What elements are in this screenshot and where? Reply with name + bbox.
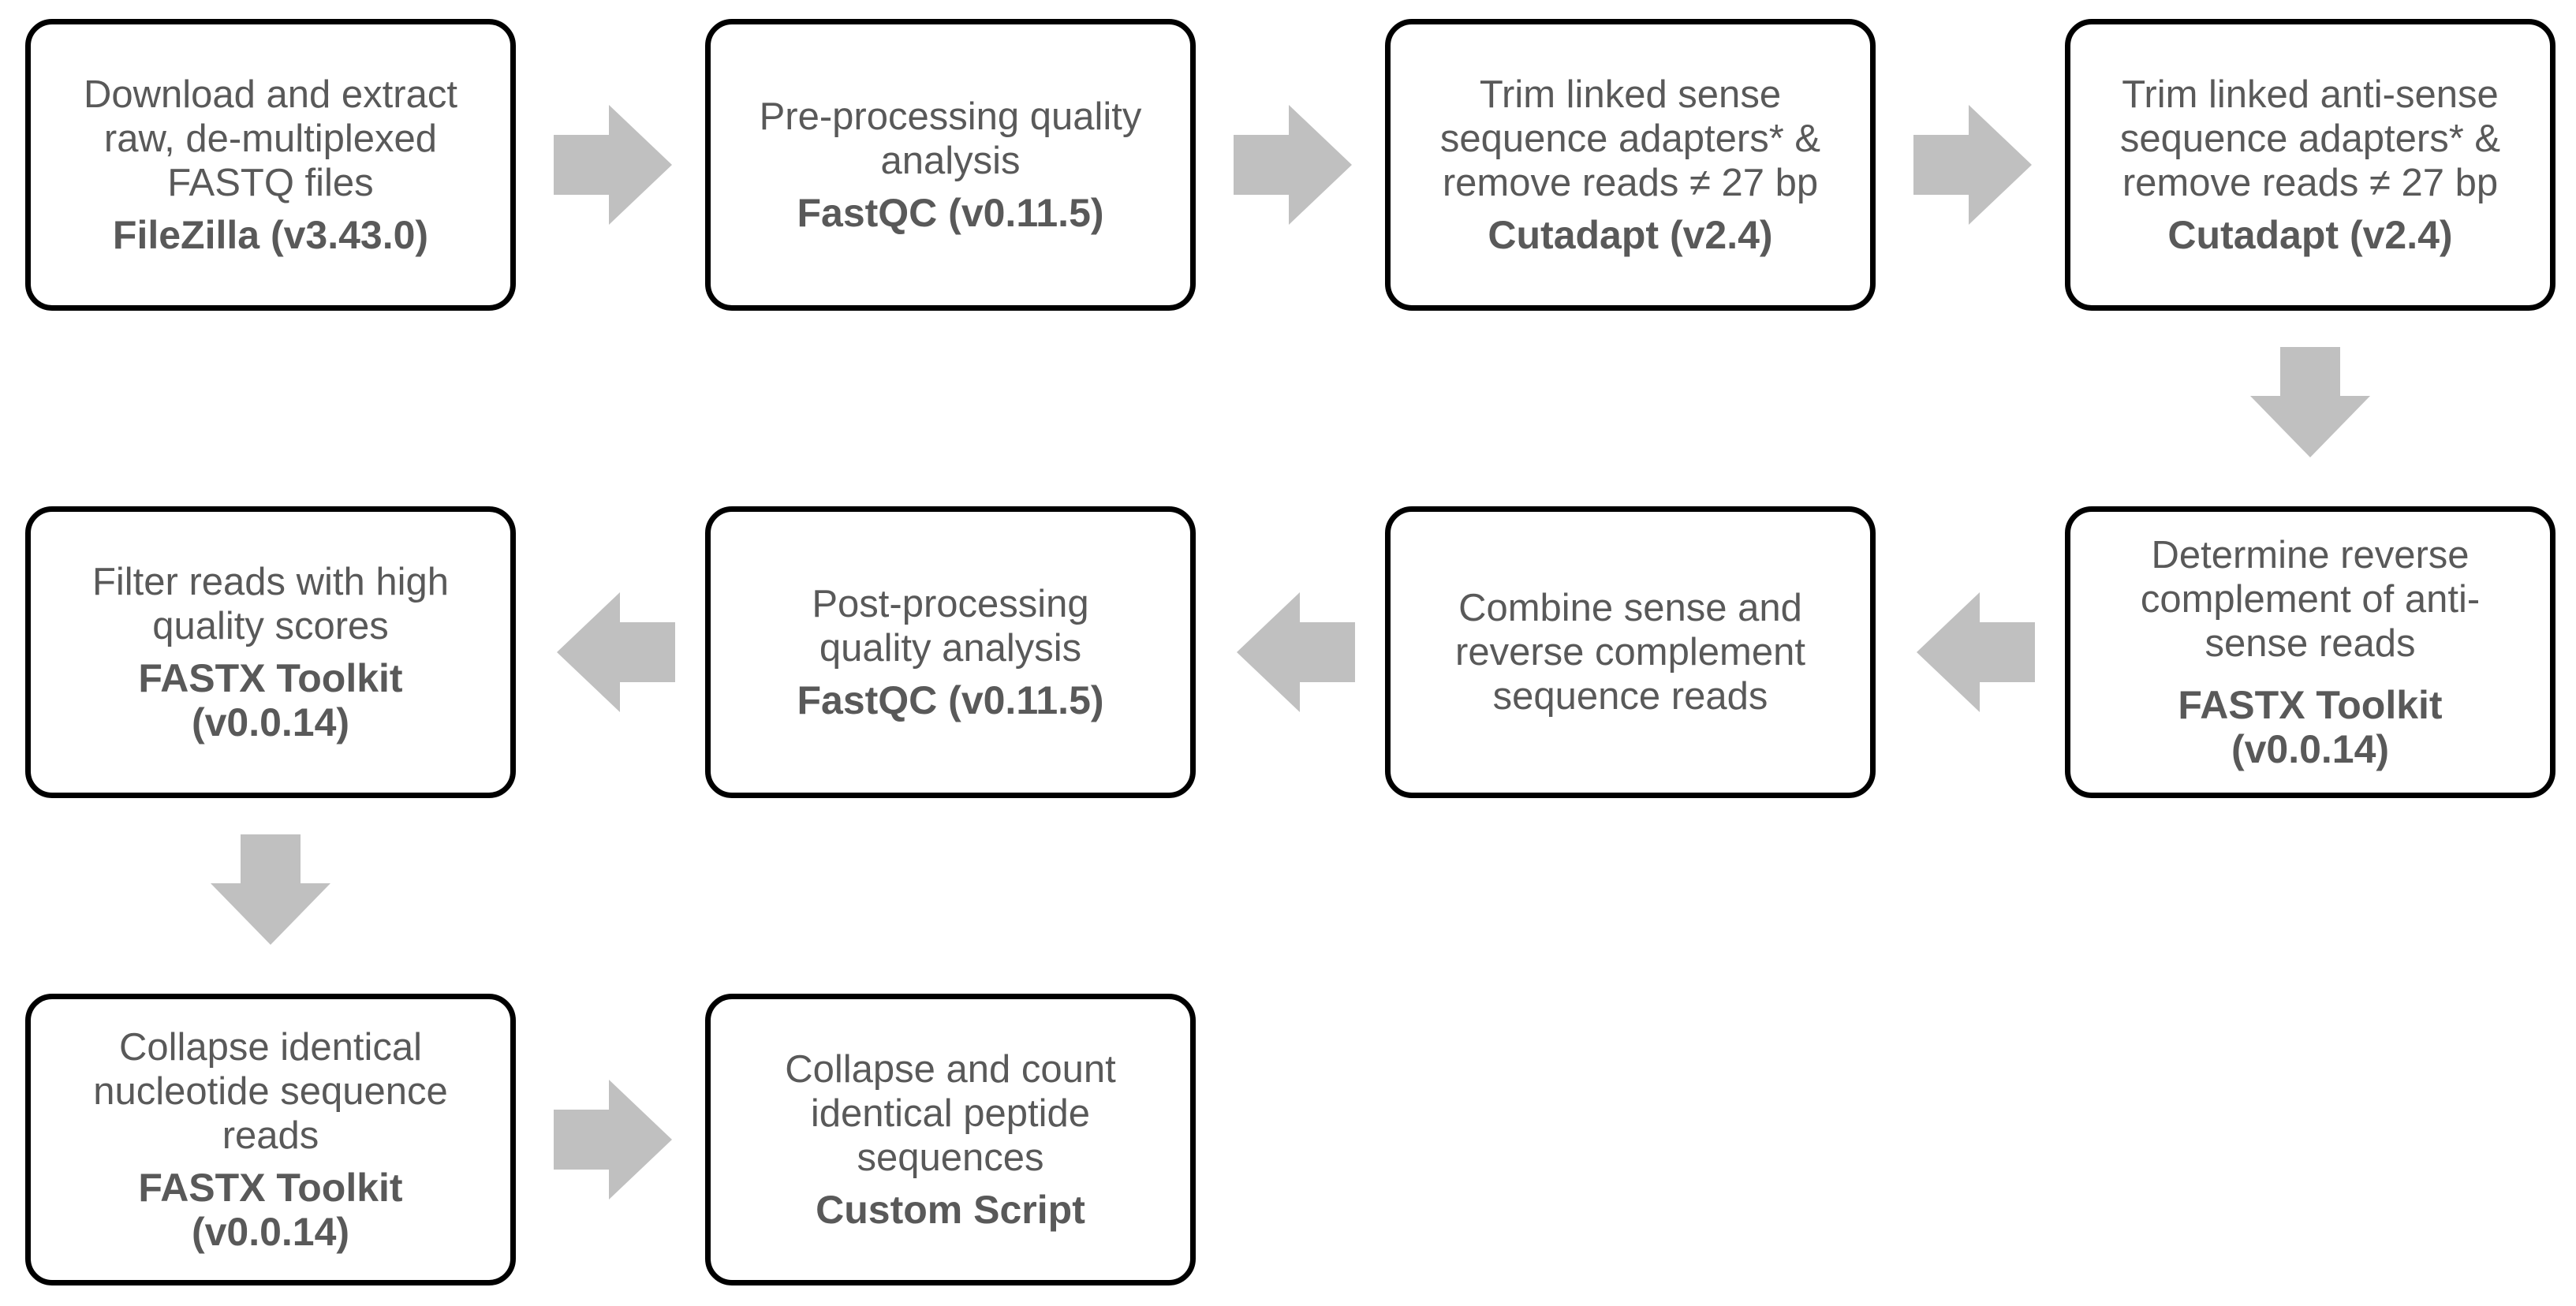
arrow-right-1-icon <box>554 105 672 225</box>
step-filter-tool: FASTX Toolkit (v0.0.14) <box>138 656 403 744</box>
step-reverse-complement-box: Determine reverse complement of anti- se… <box>2065 506 2555 798</box>
step-reverse-complement-tool: FASTX Toolkit (v0.0.14) <box>2178 683 2443 771</box>
step-trim-antisense-tool: Cutadapt (v2.4) <box>2167 213 2453 257</box>
step-combine-desc: Combine sense and reverse complement seq… <box>1455 587 1805 718</box>
arrow-right-4-icon <box>554 1080 672 1200</box>
arrow-left-1-icon <box>1917 592 2035 712</box>
step-filter-box: Filter reads with high quality scores FA… <box>25 506 516 798</box>
step-download-box: Download and extract raw, de-multiplexed… <box>25 19 516 311</box>
step-preprocessing-qc-desc: Pre-processing quality analysis <box>759 95 1142 182</box>
step-postprocessing-qc-box: Post-processing quality analysis FastQC … <box>705 506 1196 798</box>
step-collapse-peptide-desc: Collapse and count identical peptide seq… <box>785 1048 1116 1179</box>
arrow-down-1-icon <box>2250 347 2370 457</box>
step-reverse-complement-desc: Determine reverse complement of anti- se… <box>2140 534 2481 665</box>
step-combine-box: Combine sense and reverse complement seq… <box>1385 506 1876 798</box>
step-download-tool: FileZilla (v3.43.0) <box>112 213 429 257</box>
step-trim-sense-desc: Trim linked sense sequence adapters* & r… <box>1439 73 1821 204</box>
arrow-down-2-icon <box>211 834 330 945</box>
step-trim-sense-tool: Cutadapt (v2.4) <box>1488 213 1773 257</box>
step-filter-desc: Filter reads with high quality scores <box>91 561 450 647</box>
step-trim-sense-box: Trim linked sense sequence adapters* & r… <box>1385 19 1876 311</box>
arrow-right-3-icon <box>1913 105 2032 225</box>
arrow-left-3-icon <box>557 592 675 712</box>
step-trim-antisense-box: Trim linked anti-sense sequence adapters… <box>2065 19 2555 311</box>
step-download-desc: Download and extract raw, de-multiplexed… <box>84 73 457 204</box>
arrow-right-2-icon <box>1234 105 1352 225</box>
step-preprocessing-qc-box: Pre-processing quality analysis FastQC (… <box>705 19 1196 311</box>
step-collapse-nucleotide-tool: FASTX Toolkit (v0.0.14) <box>138 1166 403 1254</box>
step-collapse-nucleotide-box: Collapse identical nucleotide sequence r… <box>25 994 516 1285</box>
step-trim-antisense-desc: Trim linked anti-sense sequence adapters… <box>2119 73 2501 204</box>
step-postprocessing-qc-desc: Post-processing quality analysis <box>812 583 1089 670</box>
step-collapse-peptide-box: Collapse and count identical peptide seq… <box>705 994 1196 1285</box>
arrow-left-2-icon <box>1237 592 1355 712</box>
step-preprocessing-qc-tool: FastQC (v0.11.5) <box>797 191 1104 235</box>
step-collapse-peptide-tool: Custom Script <box>816 1188 1085 1232</box>
step-collapse-nucleotide-desc: Collapse identical nucleotide sequence r… <box>93 1026 448 1157</box>
step-postprocessing-qc-tool: FastQC (v0.11.5) <box>797 678 1104 722</box>
